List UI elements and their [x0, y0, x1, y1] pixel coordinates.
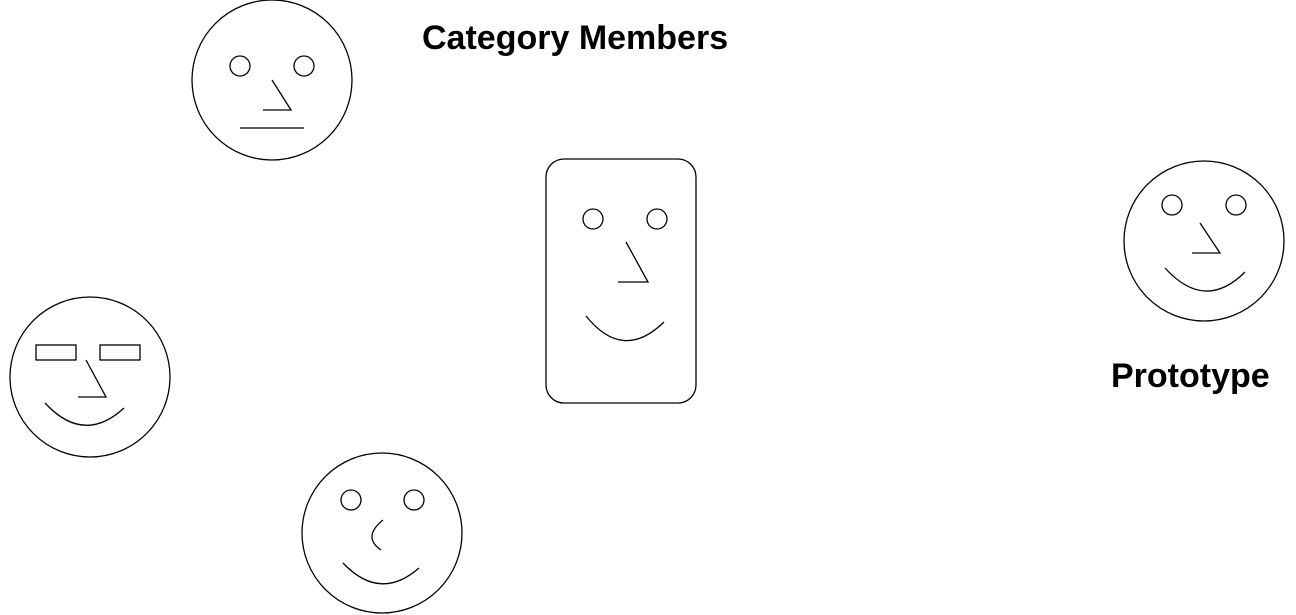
prototype-label: Prototype [1111, 359, 1270, 393]
face-prototype-nose [1192, 223, 1220, 253]
face-prototype [1124, 161, 1284, 321]
face-prototype-left-eye [1162, 195, 1182, 215]
face-bottom-mouth [343, 563, 419, 584]
face-center-nose [618, 242, 648, 282]
face-bottom-nose [372, 520, 383, 550]
face-center-left-eye [583, 209, 603, 229]
face-prototype-head [1124, 161, 1284, 321]
face-left [10, 297, 170, 457]
face-center-mouth [586, 316, 664, 341]
face-center-right-eye [647, 209, 667, 229]
face-top-left-right-eye [294, 56, 314, 76]
face-top-left [192, 0, 352, 160]
face-left-right-eye [100, 345, 140, 360]
face-left-left-eye [36, 345, 76, 360]
face-bottom [302, 453, 462, 613]
category-members-label: Category Members [422, 21, 728, 55]
face-prototype-right-eye [1226, 195, 1246, 215]
face-bottom-right-eye [404, 490, 424, 510]
face-center-head [546, 159, 696, 403]
face-top-left-nose [263, 80, 291, 110]
face-left-head [10, 297, 170, 457]
face-bottom-left-eye [341, 490, 361, 510]
face-left-nose [78, 360, 106, 397]
face-left-mouth [45, 403, 124, 425]
face-bottom-head [302, 453, 462, 613]
face-top-left-left-eye [230, 56, 250, 76]
face-prototype-mouth [1165, 268, 1245, 291]
face-center [546, 159, 696, 403]
